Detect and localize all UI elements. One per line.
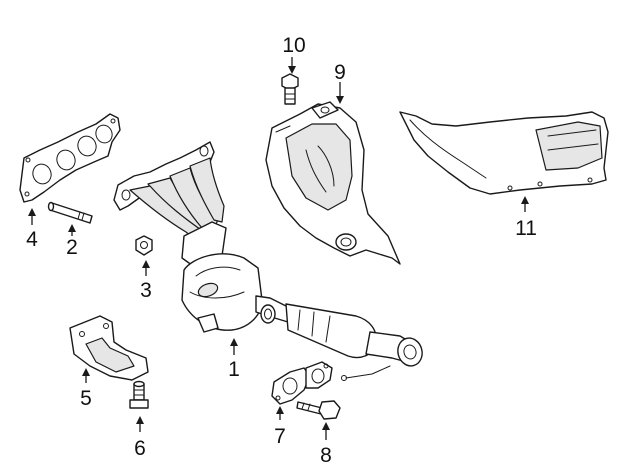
callout-labels: 10 9 11 4 2 3 1 5 6 7 8 bbox=[26, 34, 537, 467]
callout-7: 7 bbox=[274, 425, 286, 448]
part-3-nut[interactable] bbox=[135, 235, 153, 256]
callout-4: 4 bbox=[26, 228, 38, 251]
part-4-gasket[interactable] bbox=[19, 113, 121, 203]
part-11-heat-shield[interactable] bbox=[399, 111, 609, 195]
part-2-stud[interactable] bbox=[47, 201, 93, 224]
callout-11: 11 bbox=[515, 217, 537, 240]
part-10-bolt[interactable] bbox=[281, 73, 299, 105]
callout-9: 9 bbox=[334, 61, 346, 84]
part-7-gasket[interactable] bbox=[271, 361, 333, 405]
callout-10: 10 bbox=[282, 34, 305, 57]
leader-lines bbox=[28, 57, 529, 440]
callout-2: 2 bbox=[66, 236, 78, 259]
part-6-bolt[interactable] bbox=[129, 380, 149, 409]
part-9-heat-shield[interactable] bbox=[265, 101, 401, 265]
part-1-manifold-converter[interactable] bbox=[113, 141, 425, 381]
callout-6: 6 bbox=[134, 437, 146, 460]
callout-1: 1 bbox=[228, 358, 240, 381]
callout-3: 3 bbox=[140, 279, 152, 302]
part-5-bracket[interactable] bbox=[69, 315, 149, 381]
callout-8: 8 bbox=[320, 444, 332, 467]
callout-5: 5 bbox=[80, 387, 92, 410]
part-8-bolt[interactable] bbox=[296, 400, 341, 420]
